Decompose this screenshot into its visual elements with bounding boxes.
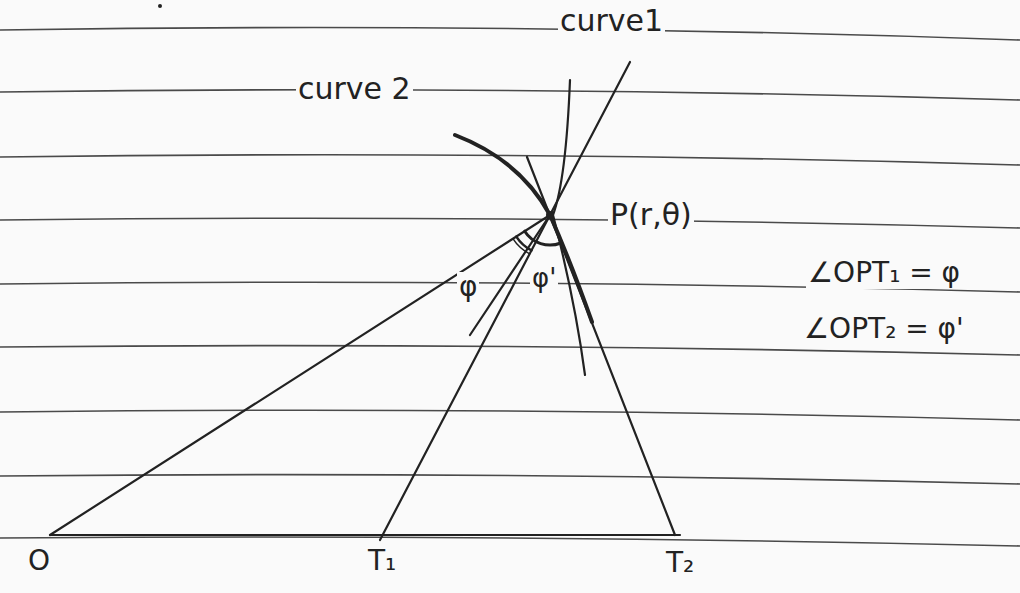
ruled-line [0, 410, 1020, 420]
ruled-line [0, 90, 1020, 100]
angle-arc [513, 239, 530, 254]
ruled-line [0, 537, 1020, 546]
point-p [546, 211, 554, 219]
curve-label: curve 2 [296, 72, 413, 105]
point-label: T₂ [664, 548, 696, 579]
angle-arc [525, 231, 561, 245]
ruled-line [0, 28, 1020, 40]
angle-definition: ∠OPT₂ = φ' [802, 314, 966, 345]
curve-one [553, 80, 585, 375]
ruled-line [0, 475, 1020, 484]
ruled-line [0, 155, 1020, 165]
point-label: P(r,θ) [608, 198, 694, 231]
tangent-line [380, 62, 630, 540]
angle-definition: ∠OPT₁ = φ [806, 258, 962, 289]
ruled-lines [0, 28, 1020, 546]
curve-label: curve1 [558, 4, 665, 37]
ruled-line [0, 218, 1020, 228]
point-label: O [26, 546, 52, 577]
point-label: T₁ [366, 546, 398, 577]
angle-label: φ' [530, 264, 558, 293]
curve-two [455, 135, 592, 322]
base-line [50, 534, 680, 536]
ruled-line [0, 346, 1020, 355]
radius-line [50, 215, 550, 535]
pen-dot [158, 4, 162, 8]
angle-label: φ [457, 272, 479, 303]
